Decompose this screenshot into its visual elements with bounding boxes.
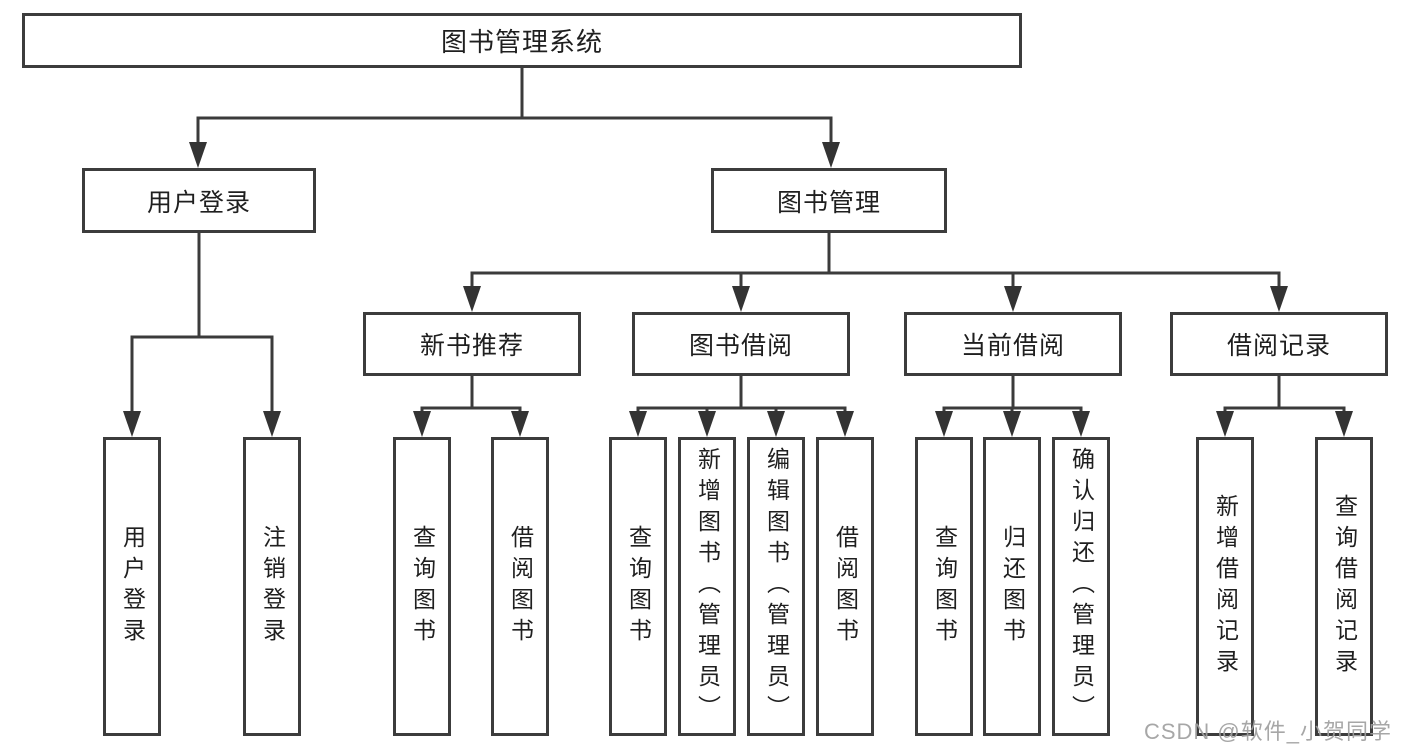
- leaf-add-borrow-record-label: 新增借阅记录: [1212, 493, 1239, 680]
- node-book-management: 图书管理: [711, 168, 947, 233]
- node-book-management-label: 图书管理: [776, 188, 881, 217]
- leaf-logout-login-label: 注销登录: [259, 524, 286, 649]
- node-library-system-label: 图书管理系统: [440, 27, 603, 57]
- node-library-system: 图书管理系统: [22, 13, 1022, 68]
- node-user-login-label: 用户登录: [146, 188, 251, 217]
- leaf-borrow-books-recommend: 借阅图书: [491, 437, 549, 736]
- node-current-borrowing: 当前借阅: [904, 312, 1122, 376]
- leaf-add-books-admin-label: 新增图书（管理员）: [694, 447, 721, 726]
- leaf-edit-books-admin: 编辑图书（管理员）: [747, 437, 805, 736]
- leaf-query-books-borrowing: 查询图书: [609, 437, 667, 736]
- leaf-query-books-current-label: 查询图书: [931, 524, 958, 649]
- node-book-borrowing: 图书借阅: [632, 312, 850, 376]
- leaf-query-borrow-record: 查询借阅记录: [1315, 437, 1373, 736]
- leaf-query-books-current: 查询图书: [915, 437, 973, 736]
- node-new-book-recommend-label: 新书推荐: [419, 332, 524, 360]
- leaf-query-books-recommend: 查询图书: [393, 437, 451, 736]
- leaf-logout-login: 注销登录: [243, 437, 301, 736]
- watermark: CSDN @软件_小贺同学: [1143, 719, 1392, 744]
- leaf-confirm-return-admin: 确认归还（管理员）: [1052, 437, 1110, 736]
- leaf-borrow-books-borrowing-label: 借阅图书: [832, 524, 859, 649]
- leaf-query-borrow-record-label: 查询借阅记录: [1331, 493, 1358, 680]
- leaf-user-login-label: 用户登录: [119, 524, 146, 649]
- leaf-return-books-label: 归还图书: [999, 524, 1026, 649]
- node-current-borrowing-label: 当前借阅: [960, 332, 1065, 360]
- node-book-borrowing-label: 图书借阅: [688, 332, 793, 360]
- node-user-login: 用户登录: [82, 168, 316, 233]
- leaf-query-books-borrowing-label: 查询图书: [625, 524, 652, 649]
- leaf-add-books-admin: 新增图书（管理员）: [678, 437, 736, 736]
- leaf-return-books: 归还图书: [983, 437, 1041, 736]
- node-borrowing-records-label: 借阅记录: [1226, 332, 1331, 360]
- leaf-add-borrow-record: 新增借阅记录: [1196, 437, 1254, 736]
- node-borrowing-records: 借阅记录: [1170, 312, 1388, 376]
- leaf-borrow-books-recommend-label: 借阅图书: [507, 524, 534, 649]
- leaf-query-books-recommend-label: 查询图书: [409, 524, 436, 649]
- leaf-borrow-books-borrowing: 借阅图书: [816, 437, 874, 736]
- leaf-edit-books-admin-label: 编辑图书（管理员）: [763, 447, 790, 726]
- leaf-user-login: 用户登录: [103, 437, 161, 736]
- node-new-book-recommend: 新书推荐: [363, 312, 581, 376]
- leaf-confirm-return-admin-label: 确认归还（管理员）: [1068, 447, 1095, 726]
